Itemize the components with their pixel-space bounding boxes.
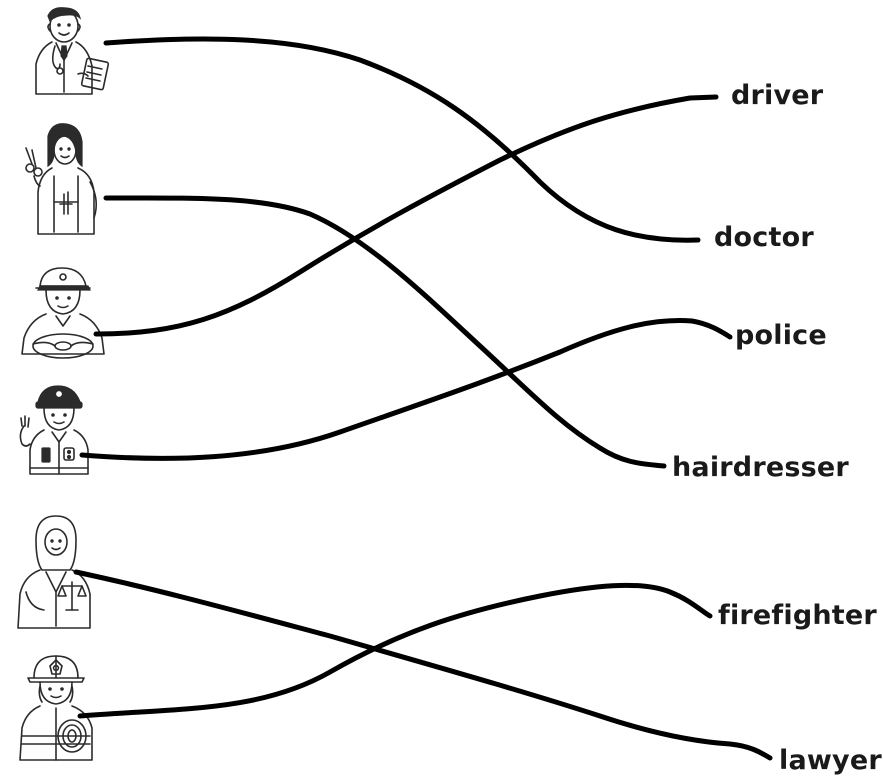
driver-icon	[21, 267, 105, 359]
line-hairdresser-to-hairdresser	[103, 195, 667, 469]
line-doctor-to-doctor	[103, 36, 701, 243]
lawyer-icon	[17, 515, 91, 629]
line-firefighter-to-firefighter	[77, 582, 713, 719]
word-lawyer: lawyer	[779, 745, 882, 776]
police-officer-icon	[19, 385, 89, 475]
word-firefighter: firefighter	[718, 600, 877, 631]
word-doctor: doctor	[714, 222, 814, 253]
line-driver-to-driver	[93, 94, 719, 337]
firefighter-icon	[19, 655, 93, 761]
word-driver: driver	[731, 80, 824, 111]
line-lawyer-to-lawyer	[73, 569, 773, 761]
word-hairdresser: hairdresser	[672, 452, 849, 483]
matching-lines	[73, 36, 773, 761]
hairdresser-icon	[25, 123, 98, 235]
doctor-icon	[35, 7, 110, 95]
word-police: police	[735, 320, 827, 351]
line-police-to-police	[79, 318, 733, 461]
